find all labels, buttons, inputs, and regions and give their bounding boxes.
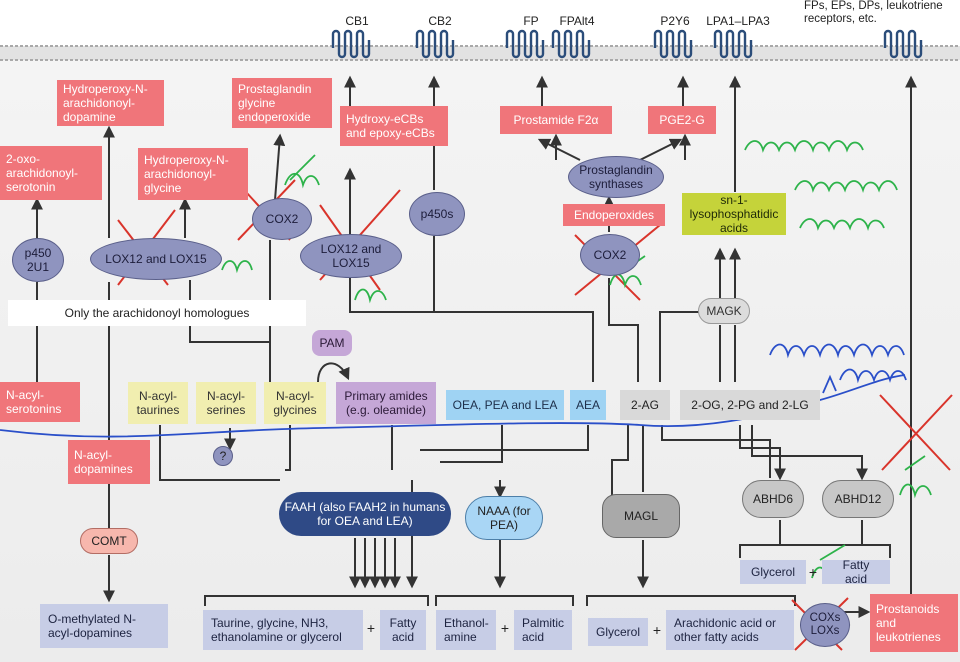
substrate-2-ag: 2-AG	[620, 390, 670, 420]
plus-sign-4: +	[808, 564, 818, 580]
handwritten-blue-curve	[0, 374, 906, 438]
enzyme-pam: PAM	[312, 330, 352, 356]
banner-arachidonoyl-homologues: Only the arachidonoyl homologues	[8, 300, 306, 326]
product-hydroperoxy-glycine: Hydroperoxy-N-arachidonoyl-glycine	[138, 148, 248, 200]
enzyme-abhd12: ABHD12	[822, 480, 894, 518]
product-o-methylated-dopamines: O-methylated N-acyl-dopamines	[40, 604, 168, 648]
handwritten-green-note-3	[221, 260, 253, 274]
receptor-cb2-icon	[415, 29, 455, 59]
receptor-cb1-icon	[331, 29, 371, 59]
product-prostamide: Prostamide F2α	[500, 106, 612, 134]
substrate-n-acyl-serotonins: N-acyl-serotonins	[0, 382, 80, 422]
product-ethanolamine: Ethanol-amine	[436, 610, 496, 650]
receptor-lpa-icon	[713, 29, 753, 59]
enzyme-cox2-a: COX2	[252, 198, 312, 240]
substrate-oea-pea-lea: OEA, PEA and LEA	[446, 390, 564, 420]
product-palmitic-acid: Palmitic acid	[514, 610, 572, 650]
receptor-other-icon	[883, 29, 923, 59]
enzyme-p450-2u1: p450 2U1	[12, 238, 64, 282]
receptor-label-p2y6: P2Y6	[660, 14, 690, 28]
enzyme-lox12-lox15-b: LOX12 and LOX15	[300, 234, 402, 278]
product-glycerol: Glycerol	[588, 618, 648, 646]
product-fatty-acid-abhd: Fatty acid	[822, 558, 890, 586]
substrate-n-acyl-dopamines: N-acyl-dopamines	[68, 440, 150, 484]
product-prostanoids-leukotrienes: Prostanoids and leukotrienes	[870, 594, 958, 652]
receptor-label-fpalt4: FPAlt4	[559, 14, 595, 28]
product-prostaglandin-glycine: Prostaglandin glycine endoperoxide	[232, 78, 332, 128]
enzyme-comt: COMT	[80, 528, 138, 554]
receptor-label-fp: FP	[523, 14, 539, 28]
product-hydroperoxy-dopamine: Hydroperoxy-N-arachidonoyl-dopamine	[57, 80, 164, 126]
receptor-fpalt4-icon	[551, 29, 591, 59]
enzyme-naaa: NAAA (for PEA)	[465, 496, 543, 540]
substrate-n-acyl-taurines: N-acyl-taurines	[128, 382, 188, 424]
product-pge2g: PGE2-G	[648, 106, 716, 134]
receptor-p2y6-icon	[653, 29, 693, 59]
substrate-aea: AEA	[570, 390, 606, 420]
substrate-primary-amides: Primary amides (e.g. oleamide)	[336, 382, 436, 424]
product-fatty-acid: Fatty acid	[380, 610, 426, 650]
handwritten-green-note-2	[284, 154, 320, 189]
cell-membrane	[0, 46, 960, 60]
enzyme-prostaglandin-synthases: Prostaglandin synthases	[568, 156, 664, 198]
substrate-unknown: ?	[213, 446, 233, 466]
receptor-fp-icon	[505, 29, 545, 59]
enzyme-coxs-loxs: COXs LOXs	[800, 603, 850, 647]
handwritten-blue-note	[769, 343, 907, 384]
enzyme-magk: MAGK	[698, 298, 750, 324]
enzyme-p450s: p450s	[409, 192, 465, 236]
enzyme-abhd6: ABHD6	[742, 480, 804, 518]
handwritten-green-note-6	[899, 455, 932, 499]
substrate-n-acyl-glycines: N-acyl-glycines	[264, 382, 326, 424]
handwritten-green-note-1	[744, 140, 898, 231]
plus-sign-3: +	[652, 622, 662, 638]
enzyme-cox2-b: COX2	[580, 234, 640, 276]
cross-mark-right	[879, 394, 953, 471]
product-taurine-glycine: Taurine, glycine, NH3, ethanolamine or g…	[203, 610, 363, 650]
product-lysophosphatidic-acids: sn-1-lysophosphatidic acids	[682, 193, 786, 235]
receptor-label-lpa: LPA1–LPA3	[706, 14, 770, 28]
product-endoperoxides: Endoperoxides	[563, 204, 665, 226]
enzyme-faah: FAAH (also FAAH2 in humans for OEA and L…	[279, 492, 451, 536]
enzyme-lox12-lox15-a: LOX12 and LOX15	[90, 238, 222, 280]
product-arachidonic-acid: Arachidonic acid or other fatty acids	[666, 610, 794, 650]
product-oxo-serotonin: 2-oxo-arachidonoyl-serotonin	[0, 146, 102, 200]
plus-sign-1: +	[366, 620, 376, 636]
plus-sign-2: +	[500, 620, 510, 636]
enzyme-magl: MAGL	[602, 494, 680, 538]
receptor-label-other: FPs, EPs, DPs, leukotriene receptors, et…	[804, 0, 943, 25]
substrate-n-acyl-serines: N-acyl-serines	[196, 382, 256, 424]
product-hydroxy-ecbs: Hydroxy-eCBs and epoxy-eCBs	[340, 106, 448, 146]
substrate-2-og-pg-lg: 2-OG, 2-PG and 2-LG	[680, 390, 820, 420]
receptor-label-cb2: CB2	[428, 14, 452, 28]
product-glycerol-abhd: Glycerol	[740, 560, 806, 584]
receptor-label-cb1: CB1	[345, 14, 369, 28]
